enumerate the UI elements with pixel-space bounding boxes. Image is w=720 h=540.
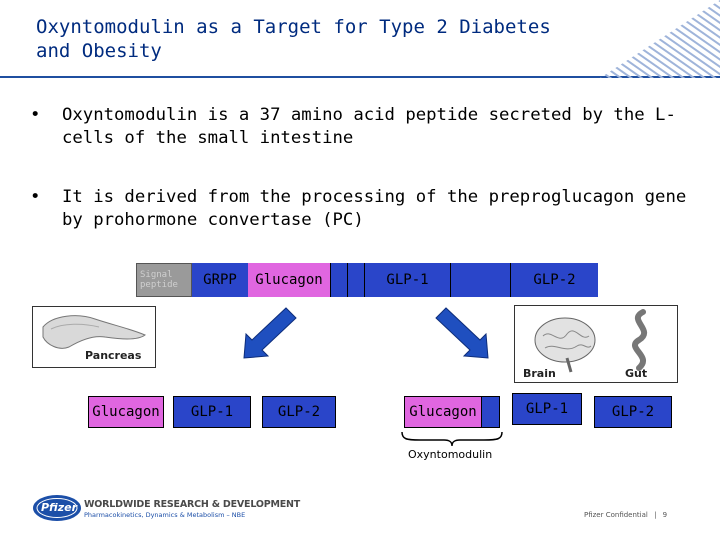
brain-glp1-product: GLP-1 — [512, 393, 582, 425]
title-divider — [0, 76, 720, 78]
signal-peptide-segment: Signal peptide — [136, 263, 192, 297]
brain-label: Brain — [523, 367, 556, 380]
org-line-1: WORLDWIDE RESEARCH & DEVELOPMENT — [84, 499, 301, 510]
pfizer-logo-text: Pfizer — [41, 501, 78, 514]
pancreas-glp1-product: GLP-1 — [173, 396, 251, 428]
page-number: 9 — [662, 511, 668, 519]
header-stripes-decoration — [600, 0, 720, 78]
brain-gut-image: Brain Gut — [514, 305, 678, 383]
oxyntomodulin-label: Oxyntomodulin — [408, 448, 493, 461]
bullet-marker: • — [30, 105, 41, 125]
oxyntomodulin-ip1-segment — [482, 396, 500, 428]
arrow-to-pancreas-icon — [243, 307, 297, 359]
bullet-2-text: It is derived from the processing of the… — [62, 187, 687, 230]
oxyntomodulin-glucagon-segment: Glucagon — [404, 396, 482, 428]
oxyntomodulin-brace — [401, 431, 503, 447]
confidential-label: Pfizer Confidential — [584, 511, 648, 519]
ip2-segment — [450, 263, 510, 297]
grpp-segment: GRPP — [192, 263, 248, 297]
pfizer-logo-icon — [33, 495, 81, 521]
brain-gut-icon — [534, 309, 648, 373]
bullet-1-text: Oxyntomodulin is a 37 amino acid peptide… — [62, 105, 676, 148]
pfizer-logo: Pfizer — [32, 494, 82, 522]
footer-separator: | — [654, 511, 657, 519]
page-title: Oxyntomodulin as a Target for Type 2 Dia… — [36, 16, 551, 62]
bullet-marker: • — [30, 187, 41, 207]
glp1-segment: GLP-1 — [364, 263, 450, 297]
pancreas-icon — [42, 315, 146, 349]
ip1-segment — [330, 263, 347, 297]
ip1b-segment — [347, 263, 364, 297]
pancreas-image: Pancreas — [32, 306, 156, 368]
org-line-2: Pharmacokinetics, Dynamics & Metabolism … — [84, 511, 246, 519]
gut-label: Gut — [625, 367, 648, 380]
brain-glp2-product: GLP-2 — [594, 396, 672, 428]
footer-page-info: Pfizer Confidential | 9 — [584, 511, 667, 519]
pancreas-label: Pancreas — [85, 349, 142, 362]
glp2-segment: GLP-2 — [510, 263, 598, 297]
pancreas-glp2-product: GLP-2 — [262, 396, 336, 428]
arrow-to-brain-gut-icon — [435, 307, 489, 359]
pancreas-glucagon-product: Glucagon — [88, 396, 164, 428]
glucagon-segment: Glucagon — [248, 263, 330, 297]
